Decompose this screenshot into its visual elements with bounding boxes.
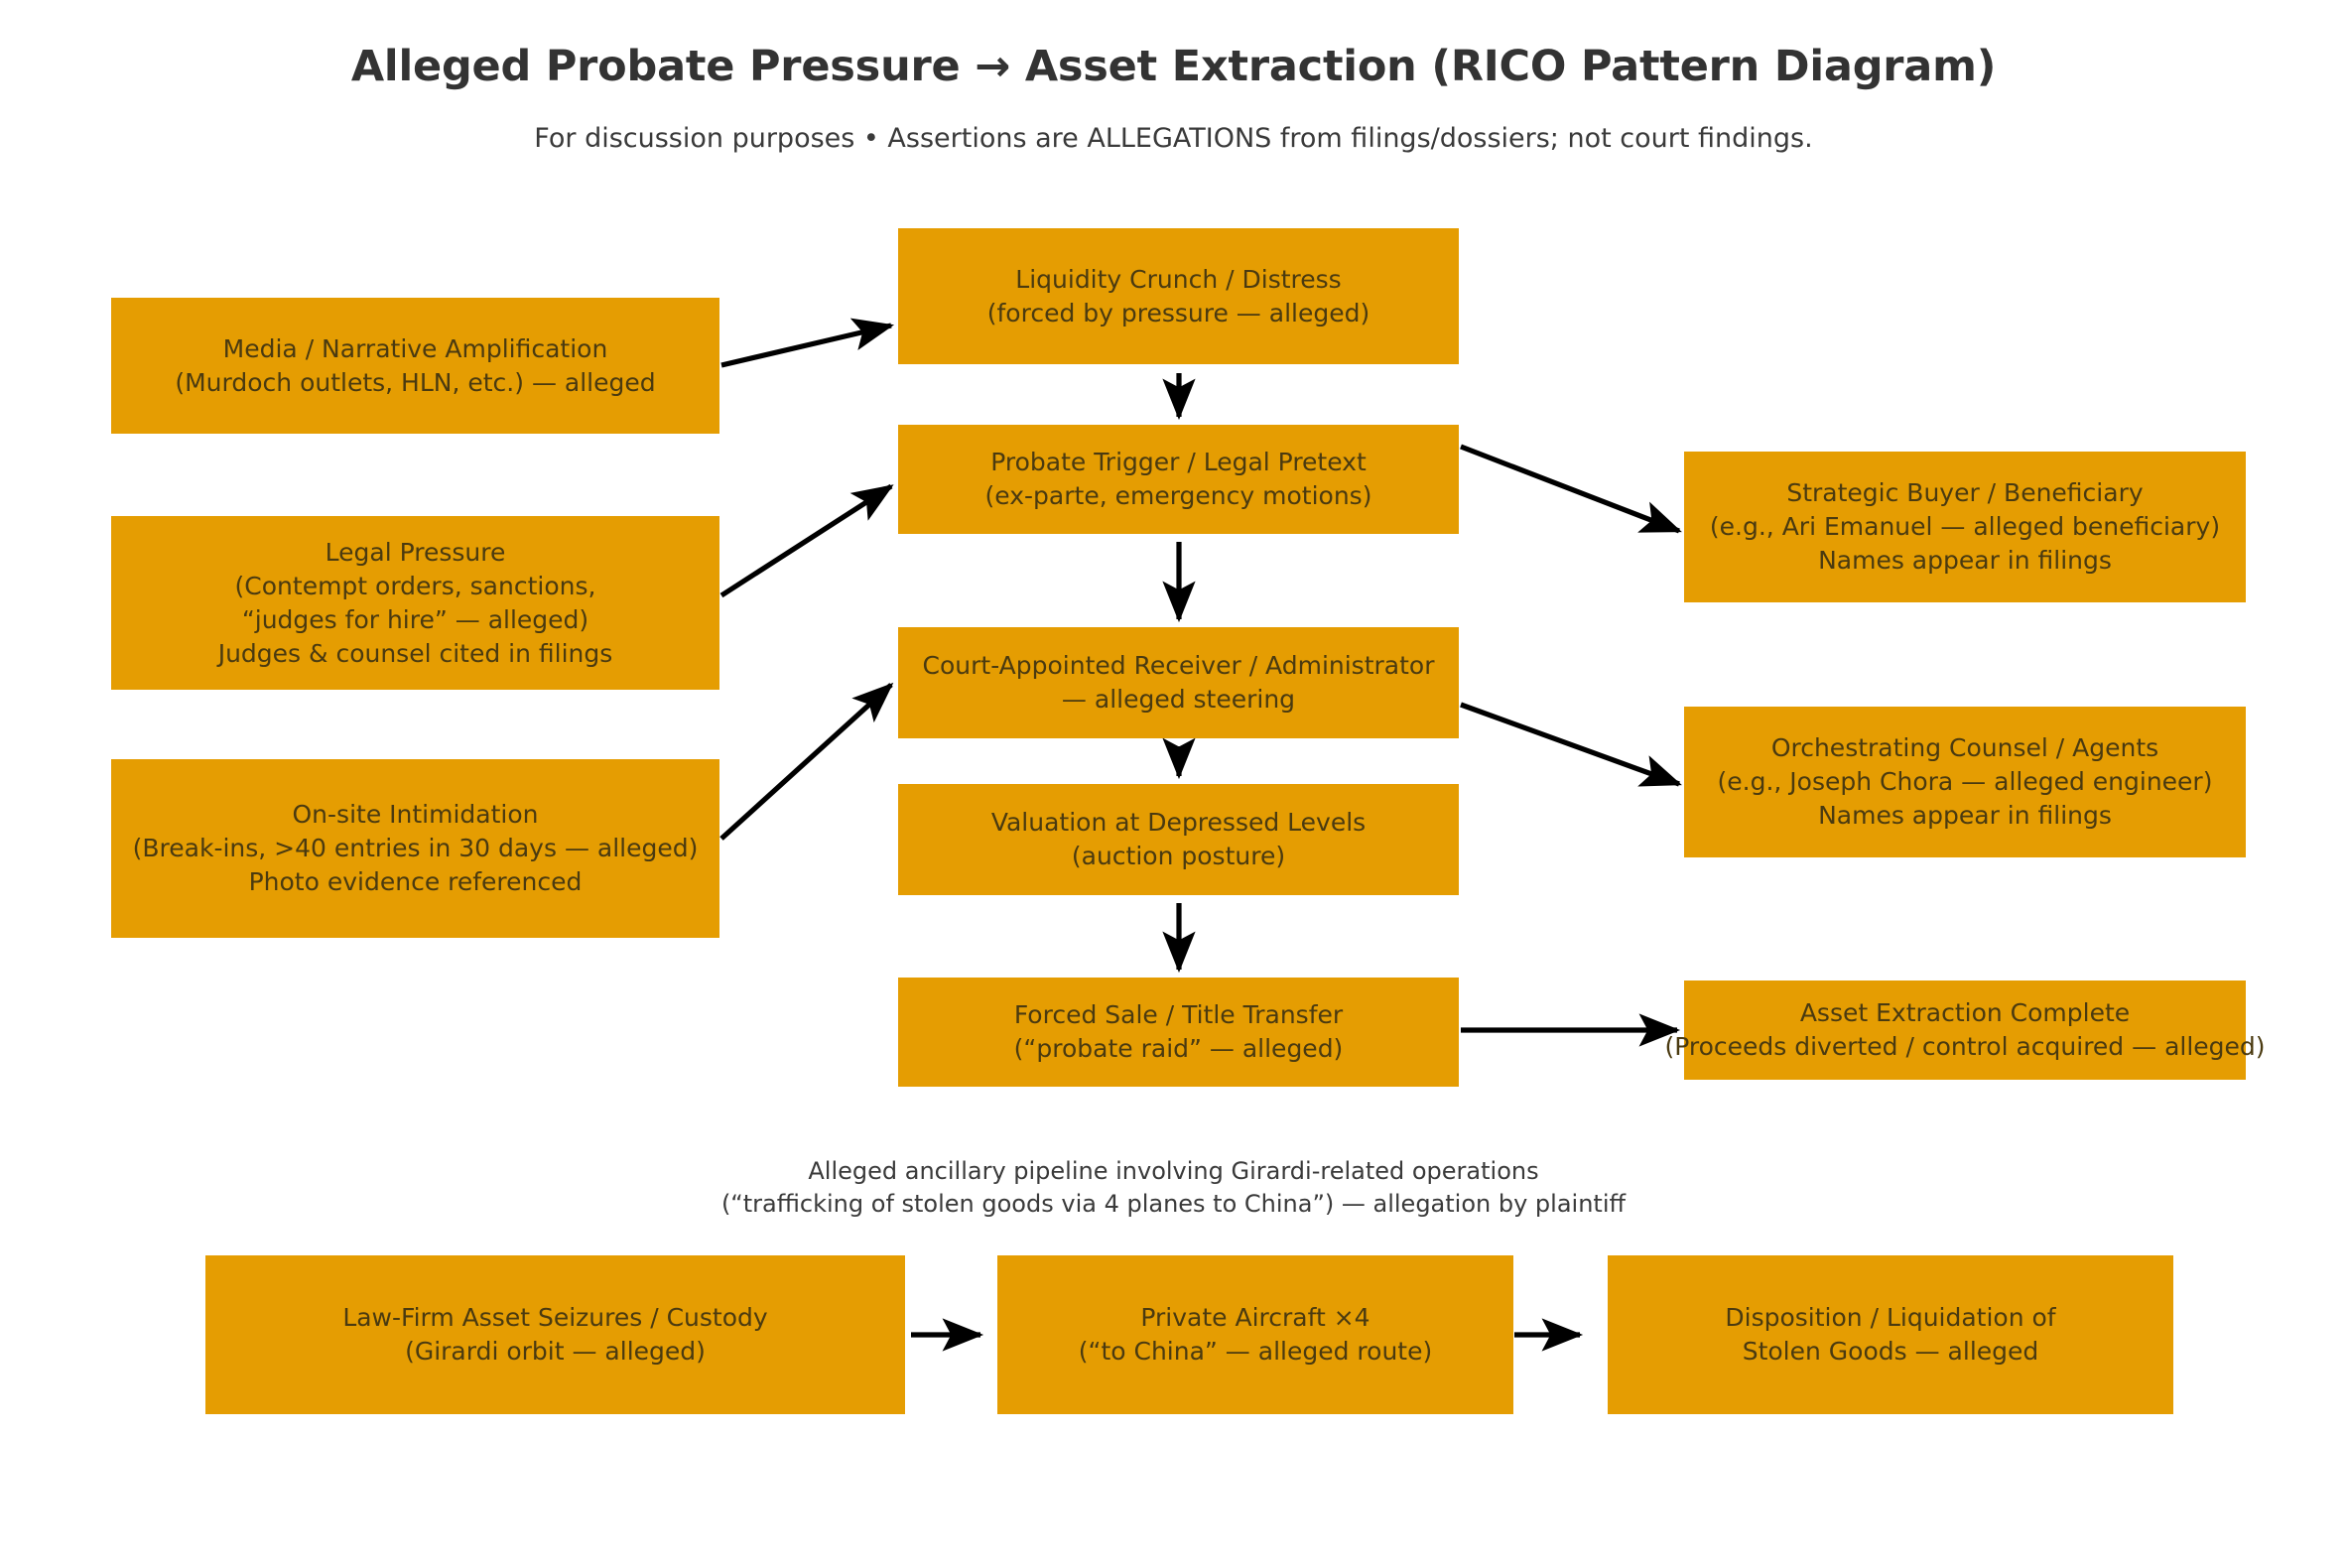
page-title: Alleged Probate Pressure → Asset Extract… bbox=[350, 42, 1997, 91]
node-law-firm-asset-seizures-label: Law-Firm Asset Seizures / Custody (Girar… bbox=[342, 1303, 768, 1366]
node-onsite-intimidation-label: On-site Intimidation (Break-ins, >40 ent… bbox=[132, 800, 699, 896]
node-orchestrating-counsel-label: Orchestrating Counsel / Agents (e.g., Jo… bbox=[1717, 733, 2213, 830]
node-private-aircraft-label: Private Aircraft ×4 (“to China” — allege… bbox=[1078, 1303, 1433, 1366]
node-law-firm-asset-seizures[interactable]: Law-Firm Asset Seizures / Custody (Girar… bbox=[205, 1255, 905, 1414]
node-disposition-liquidation-label: Disposition / Liquidation of Stolen Good… bbox=[1725, 1303, 2056, 1366]
node-strategic-buyer[interactable]: Strategic Buyer / Beneficiary (e.g., Ari… bbox=[1684, 452, 2246, 602]
node-forced-sale-title-transfer[interactable]: Forced Sale / Title Transfer (“probate r… bbox=[898, 978, 1459, 1087]
node-forced-sale-label: Forced Sale / Title Transfer (“probate r… bbox=[1013, 1000, 1344, 1063]
node-media-label: Media / Narrative Amplification (Murdoch… bbox=[175, 333, 656, 397]
node-legal-pressure-label: Legal Pressure (Contempt orders, sanctio… bbox=[217, 537, 613, 668]
node-orchestrating-counsel[interactable]: Orchestrating Counsel / Agents (e.g., Jo… bbox=[1684, 707, 2246, 857]
edge-receiver-to-counsel bbox=[1460, 702, 1682, 787]
page-subtitle: For discussion purposes • Assertions are… bbox=[534, 123, 1813, 154]
caption-line-1: Alleged ancillary pipeline involving Gir… bbox=[808, 1157, 1539, 1185]
node-valuation-depressed[interactable]: Valuation at Depressed Levels (auction p… bbox=[898, 784, 1459, 895]
edge-probate-to-strategic-buyer bbox=[1460, 444, 1682, 534]
edge-media-to-liquidity bbox=[720, 318, 895, 368]
node-asset-extraction-label: Asset Extraction Complete (Proceeds dive… bbox=[1664, 998, 2266, 1061]
edge-intimidation-to-receiver bbox=[719, 682, 894, 841]
node-asset-extraction-complete[interactable]: Asset Extraction Complete (Proceeds dive… bbox=[1664, 980, 2266, 1080]
node-liquidity-crunch[interactable]: Liquidity Crunch / Distress (forced by p… bbox=[898, 228, 1459, 364]
edge-legal-to-probate bbox=[719, 483, 894, 598]
node-court-appointed-receiver-label: Court-Appointed Receiver / Administrator… bbox=[922, 651, 1435, 714]
node-onsite-intimidation[interactable]: On-site Intimidation (Break-ins, >40 ent… bbox=[111, 759, 719, 938]
node-probate-trigger[interactable]: Probate Trigger / Legal Pretext (ex-part… bbox=[898, 425, 1459, 534]
node-private-aircraft[interactable]: Private Aircraft ×4 (“to China” — allege… bbox=[997, 1255, 1513, 1414]
node-liquidity-crunch-label: Liquidity Crunch / Distress (forced by p… bbox=[986, 264, 1370, 327]
node-disposition-liquidation[interactable]: Disposition / Liquidation of Stolen Good… bbox=[1608, 1255, 2173, 1414]
node-valuation-depressed-label: Valuation at Depressed Levels (auction p… bbox=[990, 808, 1367, 870]
caption-line-2: (“trafficking of stolen goods via 4 plan… bbox=[720, 1190, 1627, 1218]
node-strategic-buyer-label: Strategic Buyer / Beneficiary (e.g., Ari… bbox=[1709, 478, 2221, 575]
node-probate-trigger-label: Probate Trigger / Legal Pretext (ex-part… bbox=[984, 448, 1372, 510]
ancillary-pipeline-caption: Alleged ancillary pipeline involving Gir… bbox=[0, 1155, 2347, 1221]
node-court-appointed-receiver[interactable]: Court-Appointed Receiver / Administrator… bbox=[898, 627, 1459, 738]
node-media-narrative-amplification[interactable]: Media / Narrative Amplification (Murdoch… bbox=[111, 298, 719, 434]
node-legal-pressure[interactable]: Legal Pressure (Contempt orders, sanctio… bbox=[111, 516, 719, 690]
